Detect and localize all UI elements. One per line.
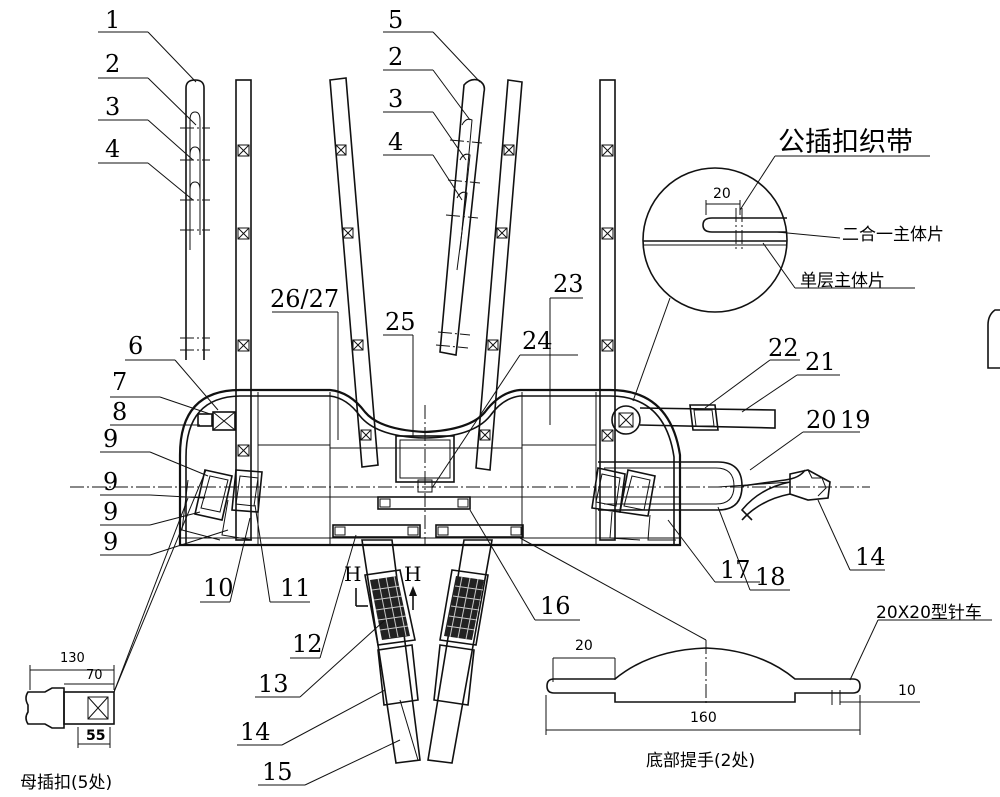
detail-circle <box>632 155 930 402</box>
part-label-8: 8 <box>112 398 128 426</box>
part-label-15: 15 <box>262 758 293 786</box>
part-label-19: 19 <box>840 406 871 434</box>
right-shoulder-strap <box>599 79 616 541</box>
part-label-7: 7 <box>112 368 128 396</box>
part-label-24: 24 <box>522 327 553 355</box>
buckle-dim-55: 55 <box>86 728 106 744</box>
right-side-handle <box>598 461 831 521</box>
handle-stitch-note: 20X20型针车 <box>876 603 982 623</box>
direction-arrows <box>355 586 417 610</box>
partial-edge-part <box>987 309 1000 369</box>
bottom-left-strap <box>361 539 421 764</box>
right-upper-strap <box>611 404 776 435</box>
part-label-9a: 9 <box>103 425 119 453</box>
part-label-9d: 9 <box>103 528 119 556</box>
part-label-14a: 14 <box>240 718 271 746</box>
part-label-4a: 4 <box>105 135 121 163</box>
detail-label-top: 二合一主体片 <box>842 225 944 245</box>
part-label-3b: 3 <box>388 85 404 113</box>
part-label-18: 18 <box>755 563 786 591</box>
left-top-strap <box>180 79 210 360</box>
part-label-23: 23 <box>553 270 584 298</box>
part-label-17: 17 <box>720 556 751 584</box>
handle-dim-160: 160 <box>690 710 717 726</box>
handle-dim-20: 20 <box>575 638 593 654</box>
part-label-14b: 14 <box>855 543 886 571</box>
part-label-26-27: 26/27 <box>270 285 340 313</box>
detail-label-bottom: 单层主体片 <box>800 271 885 291</box>
buckle-dim-70: 70 <box>86 668 103 683</box>
left-shoulder-strap <box>235 79 252 541</box>
detail-dim-20: 20 <box>713 186 731 202</box>
center-left-strap <box>329 77 379 468</box>
part-label-5: 5 <box>388 6 404 34</box>
part-label-3a: 3 <box>105 93 121 121</box>
part-label-10: 10 <box>203 574 234 602</box>
buckle-detail <box>25 469 207 748</box>
part-label-25: 25 <box>385 308 416 336</box>
leader-lines <box>98 31 885 786</box>
part-label-11: 11 <box>280 574 311 602</box>
part-label-20: 20 <box>806 406 837 434</box>
bottom-right-strap <box>427 539 493 764</box>
part-label-22: 22 <box>768 334 799 362</box>
handle-caption: 底部提手(2处) <box>646 751 756 771</box>
part-label-2a: 2 <box>105 50 121 78</box>
part-label-13: 13 <box>258 670 289 698</box>
part-label-1: 1 <box>105 6 121 34</box>
part-label-21: 21 <box>805 348 836 376</box>
center-right-strap <box>475 79 523 471</box>
handle-dim-10: 10 <box>898 683 916 699</box>
direction-mark-right: H <box>404 562 422 586</box>
part-label-9c: 9 <box>103 498 119 526</box>
buckle-dim-130: 130 <box>60 651 85 666</box>
part-label-16: 16 <box>540 592 571 620</box>
bottom-bars <box>332 496 524 538</box>
part-label-4b: 4 <box>388 128 404 156</box>
part-label-9b: 9 <box>103 468 119 496</box>
left-buckles <box>181 411 263 541</box>
part-label-6: 6 <box>128 332 144 360</box>
handle-detail <box>519 537 992 735</box>
part-label-2b: 2 <box>388 43 404 71</box>
detail-title: 公插扣织带 <box>778 127 913 158</box>
direction-mark-left: H <box>344 562 362 586</box>
part-label-12: 12 <box>292 630 323 658</box>
buckle-caption: 母插扣(5处) <box>20 773 113 793</box>
